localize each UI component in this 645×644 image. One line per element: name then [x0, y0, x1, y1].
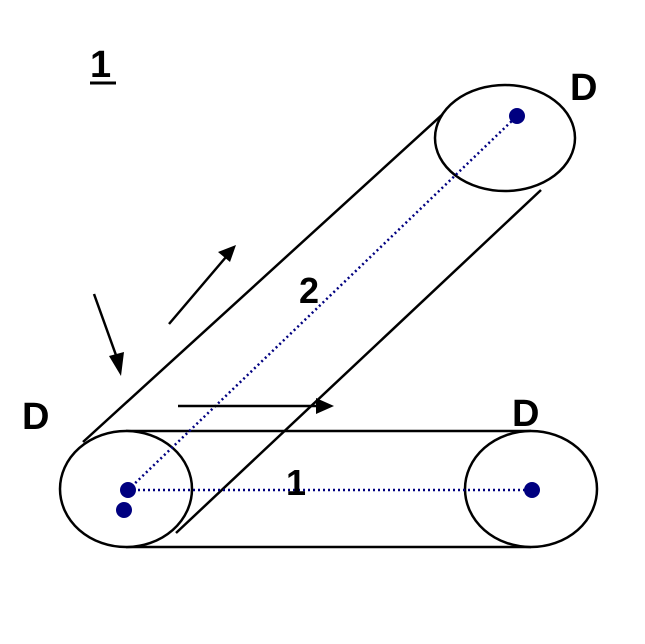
slanted-cylinder-upper-edge — [82, 102, 456, 443]
diagonal-arrow — [168, 245, 236, 325]
right-center-dot — [524, 482, 540, 498]
left-center-dot — [120, 482, 136, 498]
path-2-label: 2 — [299, 270, 319, 311]
left-lower-dot — [116, 502, 132, 518]
label-d-left: D — [22, 396, 49, 438]
slanted-cylinder-lower-edge — [175, 189, 542, 534]
horizontal-arrow — [178, 398, 334, 414]
incoming-arrow — [92, 293, 124, 376]
label-d-top-right: D — [570, 67, 597, 109]
top-right-circle — [433, 83, 577, 193]
figure-label: 1 — [90, 44, 111, 86]
top-right-center-dot — [509, 108, 525, 124]
label-d-bottom-right: D — [512, 393, 539, 435]
path-1-label: 1 — [286, 462, 306, 503]
